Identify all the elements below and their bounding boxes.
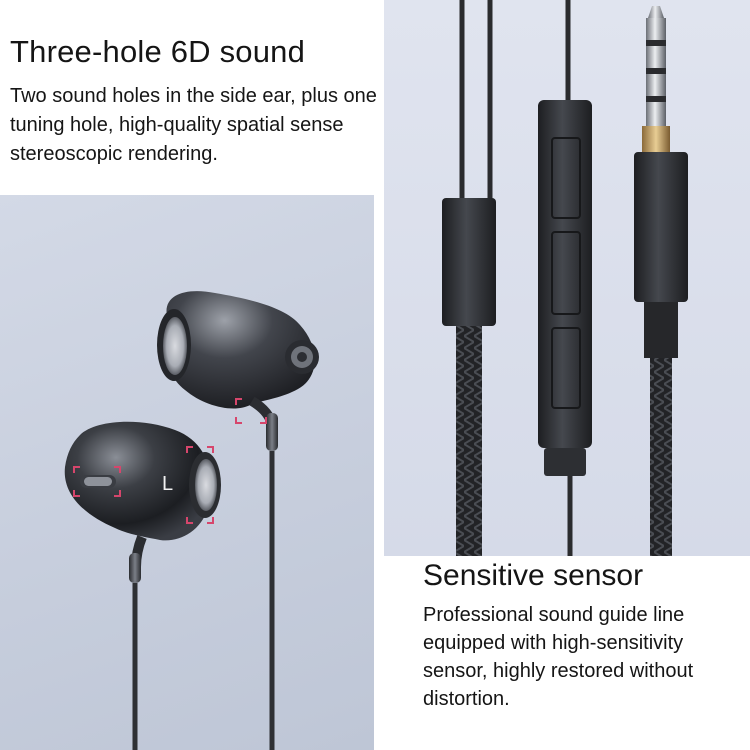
top-feature-title: Three-hole 6D sound	[10, 34, 306, 69]
audio-jack-icon	[634, 6, 688, 556]
top-feature-description: Two sound holes in the side ear, plus on…	[10, 85, 377, 165]
earbud-right-icon	[157, 291, 319, 750]
bottom-feature-block: Sensitive sensor Professional sound guid…	[384, 556, 750, 750]
top-feature-block: Three-hole 6D sound Two sound holes in t…	[0, 0, 385, 195]
cable-splitter-icon	[442, 198, 496, 326]
cable-photo	[384, 0, 750, 556]
bottom-feature-title: Sensitive sensor	[423, 559, 644, 592]
sound-hole-marker-icon	[235, 398, 267, 424]
earbud-side-label: L	[162, 473, 173, 495]
cable-illustration	[442, 0, 688, 556]
earbud-illustration: L	[64, 291, 319, 750]
bottom-feature-description: Professional sound guide line equipped w…	[423, 604, 694, 710]
inline-remote-icon	[538, 100, 592, 476]
sound-hole-marker-icon	[73, 446, 214, 524]
earbud-left-icon: L	[64, 421, 221, 750]
earbud-photo: L	[0, 195, 374, 750]
